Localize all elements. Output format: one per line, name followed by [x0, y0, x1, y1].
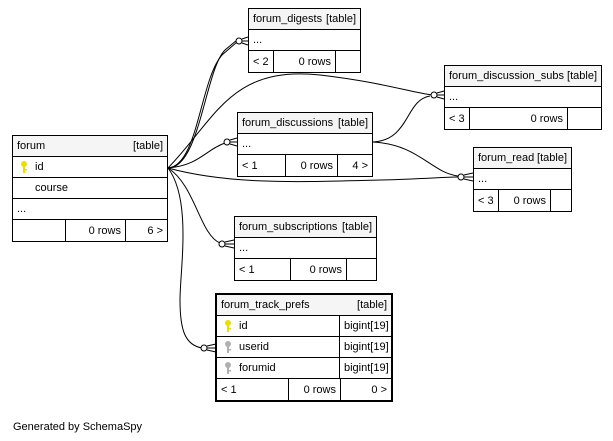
table-footer: < 3 0 rows [445, 108, 601, 129]
foreign-key-icon [221, 362, 235, 375]
table-header: forum_read [table] [474, 148, 571, 169]
table-tag: [table] [567, 70, 597, 82]
table-header: forum_subscriptions [table] [235, 217, 376, 238]
column-type: bigint[19] [339, 316, 391, 336]
column-row[interactable]: id bigint[19] [217, 316, 391, 337]
table-forum-track-prefs[interactable]: forum_track_prefs [table] id bigint[19] … [215, 293, 393, 402]
more-columns: ... [445, 87, 601, 108]
column-name: id [239, 320, 248, 332]
row-count: 0 rows [470, 108, 568, 129]
table-forum-read[interactable]: forum_read [table] ... < 3 0 rows [473, 147, 572, 212]
children-count[interactable] [347, 259, 376, 280]
column-type: bigint[19] [339, 337, 391, 357]
edge-discussions-read [372, 141, 459, 177]
column-row[interactable]: course [13, 178, 167, 199]
row-count: 0 rows [274, 51, 336, 72]
column-row[interactable]: id [13, 157, 167, 178]
edge-forum-read [167, 167, 459, 183]
edge-forum-track-prefs [167, 167, 203, 349]
table-tag: [table] [133, 140, 163, 152]
parents-count[interactable]: < 3 [445, 108, 470, 129]
edge-forum-discussions [167, 142, 226, 169]
table-tag: [table] [338, 117, 368, 129]
table-forum-discussions[interactable]: forum_discussions [table] ... < 1 0 rows… [237, 112, 373, 177]
table-tag: [table] [357, 299, 387, 311]
table-header: forum [table] [13, 136, 167, 157]
table-forum-discussion-subs[interactable]: forum_discussion_subs [table] ... < 3 0 … [444, 65, 602, 130]
parents-count[interactable]: < 2 [249, 51, 274, 72]
table-footer: < 1 0 rows 4 > [238, 155, 372, 176]
row-count: 0 rows [291, 259, 347, 280]
more-columns: ... [474, 169, 571, 190]
table-forum-digests[interactable]: forum_digests [table] ... < 2 0 rows [248, 8, 361, 73]
edge-end-digests [235, 37, 243, 45]
row-count: 0 rows [499, 190, 551, 211]
row-count: 0 rows [289, 379, 341, 400]
table-forum[interactable]: forum [table] id course ... 0 rows 6 > [12, 135, 168, 242]
table-header: forum_discussion_subs [table] [445, 66, 601, 87]
parents-count[interactable]: < 1 [235, 259, 291, 280]
generated-by-label: Generated by SchemaSpy [13, 421, 143, 433]
row-count: 0 rows [286, 155, 338, 176]
table-tag: [table] [537, 152, 567, 164]
edge-discussions-subs [372, 95, 431, 143]
parents-count[interactable]: < 1 [238, 155, 286, 176]
table-header: forum_track_prefs [table] [217, 295, 391, 316]
edge-forum-discussion-subs [167, 73, 433, 169]
table-name: forum_discussions [242, 117, 334, 129]
column-type: bigint[19] [339, 358, 391, 378]
children-count[interactable] [551, 190, 571, 211]
parents-count[interactable]: < 1 [217, 379, 289, 400]
column-name: id [35, 161, 44, 173]
children-count[interactable]: 4 > [352, 159, 368, 172]
table-tag: [table] [342, 221, 372, 233]
foreign-key-icon [221, 341, 235, 354]
table-name: forum_track_prefs [221, 299, 310, 311]
primary-key-icon [221, 320, 235, 333]
more-columns: ... [13, 199, 167, 220]
parents-count[interactable] [13, 220, 66, 241]
edge-forum-digests-2 [167, 41, 238, 169]
more-columns: ... [235, 238, 376, 259]
table-name: forum_digests [253, 13, 323, 25]
table-footer: < 2 0 rows [249, 51, 360, 72]
table-footer: < 1 0 rows [235, 259, 376, 280]
table-name: forum [17, 140, 46, 152]
edge-forum-subscriptions [167, 167, 221, 244]
parents-count[interactable]: < 3 [474, 190, 499, 211]
column-name: userid [239, 341, 269, 353]
table-tag: [table] [326, 13, 356, 25]
children-count[interactable] [568, 108, 601, 129]
column-name: course [35, 182, 69, 194]
more-columns: ... [249, 30, 360, 51]
table-footer: < 3 0 rows [474, 190, 571, 211]
column-row[interactable]: forumid bigint[19] [217, 358, 391, 379]
table-forum-subscriptions[interactable]: forum_subscriptions [table] ... < 1 0 ro… [234, 216, 377, 281]
column-name: forumid [239, 362, 276, 374]
table-footer: 0 rows 6 > [13, 220, 167, 241]
table-name: forum_subscriptions [239, 221, 338, 233]
table-header: forum_discussions [table] [238, 113, 372, 134]
primary-key-icon [17, 161, 31, 174]
row-count: 0 rows [66, 220, 126, 241]
table-name: forum_read [478, 152, 535, 164]
children-count[interactable]: 0 > [371, 383, 387, 396]
table-name: forum_discussion_subs [449, 70, 564, 82]
children-count[interactable]: 6 > [147, 224, 163, 237]
more-columns: ... [238, 134, 372, 155]
column-row[interactable]: userid bigint[19] [217, 337, 391, 358]
table-header: forum_digests [table] [249, 9, 360, 30]
children-count[interactable] [336, 51, 360, 72]
table-footer: < 1 0 rows 0 > [217, 379, 391, 400]
